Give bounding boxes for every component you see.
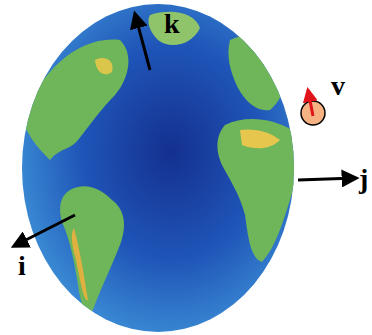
velocity-arrow <box>308 90 313 116</box>
j-axis <box>298 178 356 180</box>
axis-label: i <box>18 252 26 280</box>
i-axis <box>14 215 75 246</box>
velocity-label: v <box>331 72 345 100</box>
k-axis <box>135 14 150 70</box>
continents <box>22 12 297 313</box>
axis-label: j <box>359 165 368 193</box>
axis-label: k <box>164 10 180 38</box>
